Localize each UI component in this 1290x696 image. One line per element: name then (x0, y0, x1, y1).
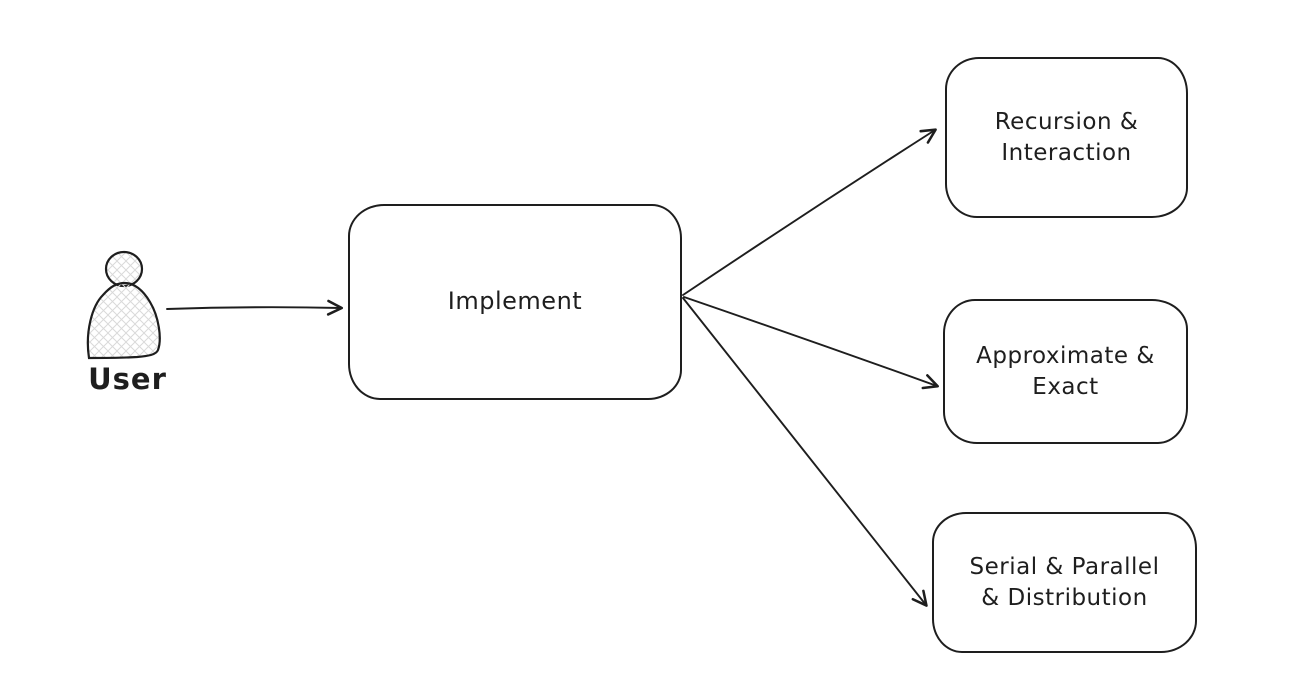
node-recursion-interaction: Recursion & Interaction (945, 57, 1188, 218)
node-implement: Implement (348, 204, 682, 400)
arrow-implement-to-approximate (683, 296, 939, 390)
person-figure-icon (86, 250, 161, 360)
user-label: User (88, 362, 167, 396)
node-implement-label: Implement (447, 287, 583, 316)
node-recursion-interaction-label: Recursion & Interaction (994, 109, 1139, 166)
arrow-implement-to-serial (682, 297, 928, 607)
person-body (86, 281, 161, 360)
node-approximate-exact-label: Approximate & Exact (976, 343, 1155, 400)
arrow-user-to-implement (166, 299, 344, 316)
arrow-implement-to-recursion (682, 128, 937, 296)
node-serial-parallel-distribution: Serial & Parallel & Distribution (932, 512, 1197, 653)
node-serial-parallel-distribution-label: Serial & Parallel & Distribution (969, 554, 1160, 611)
node-approximate-exact: Approximate & Exact (943, 299, 1188, 444)
person-head (104, 250, 144, 288)
